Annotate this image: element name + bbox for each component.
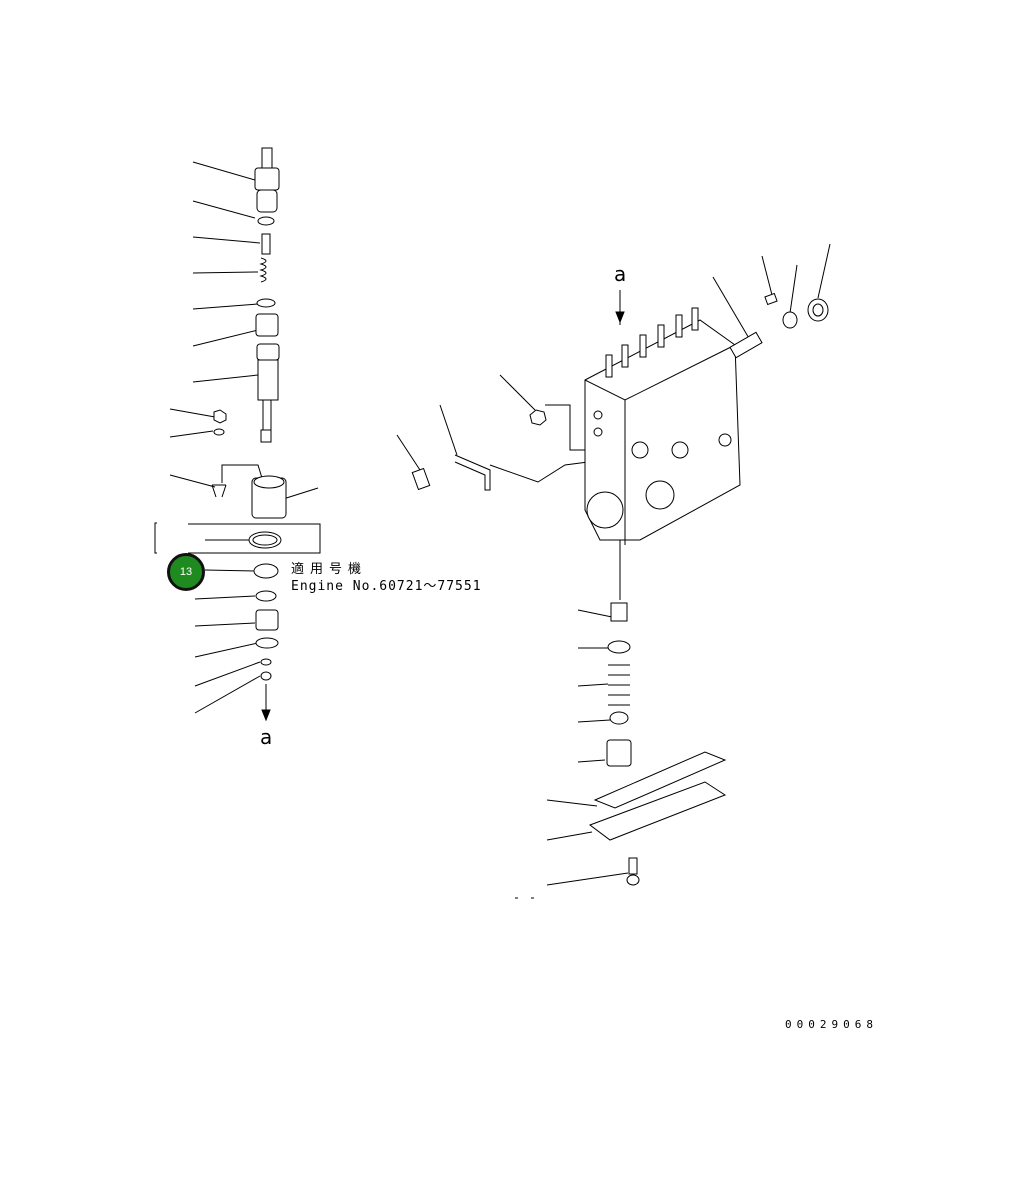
leader-lines <box>154 161 831 899</box>
lower-right-parts <box>588 602 727 886</box>
pump-housing <box>411 292 829 545</box>
left-column-parts <box>211 147 287 681</box>
applicability-title: 適用号機 <box>291 562 368 577</box>
drawing-id: 00029068 <box>785 1018 878 1031</box>
section-marker-top: a <box>614 262 627 286</box>
section-marker-bottom: a <box>260 725 273 749</box>
callout-badge-13[interactable]: 13 <box>167 553 205 591</box>
applicability-serial: Engine No.60721～77551 <box>291 579 482 594</box>
stud-bolts <box>605 307 699 378</box>
